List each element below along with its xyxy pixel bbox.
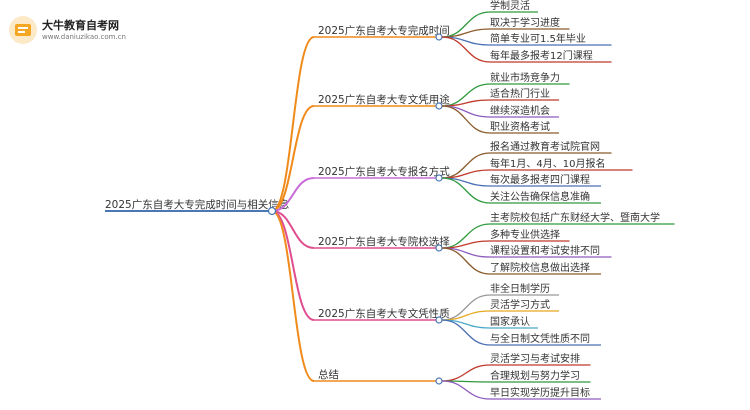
branch-node	[435, 377, 443, 385]
connector	[441, 105, 491, 118]
branch-node	[435, 316, 443, 324]
leaf-topic: 每年1月、4月、10月报名	[490, 157, 605, 170]
leaf-topic: 每次最多报考四门课程	[490, 173, 590, 186]
leaf-topic: 关注公告确保信息准确	[490, 190, 590, 203]
connector	[271, 210, 315, 249]
connector	[441, 105, 491, 134]
leaf-topic: 合理规划与努力学习	[490, 369, 580, 382]
branch-topic: 2025广东自考大专文凭用途	[318, 93, 450, 106]
leaf-topic: 简单专业可1.5年毕业	[490, 32, 586, 45]
leaf-topic: 与全日制文凭性质不同	[490, 332, 590, 345]
leaf-topic: 继续深造机会	[490, 104, 550, 117]
branch-topic: 2025广东自考大专完成时间	[318, 24, 450, 37]
branch-node	[435, 244, 443, 252]
branch-topic: 2025广东自考大专文凭性质	[318, 307, 450, 320]
connector	[441, 380, 491, 400]
leaf-topic: 非全日制学历	[490, 282, 550, 295]
logo-title: 大牛教育自考网	[42, 18, 119, 32]
leaf-topic: 主考院校包括广东财经大学、暨南大学	[490, 211, 660, 224]
branch-node	[435, 174, 443, 182]
root-topic: 2025广东自考大专完成时间与相关信息	[105, 198, 289, 211]
leaf-topic: 灵活学习方式	[490, 298, 550, 311]
leaf-topic: 国家承认	[490, 315, 530, 328]
branch-node	[435, 102, 443, 110]
branch-topic: 2025广东自考大专院校选择	[318, 235, 450, 248]
leaf-topic: 就业市场竞争力	[490, 71, 560, 84]
root-node	[267, 206, 277, 216]
branch-topic: 总结	[318, 368, 339, 381]
connector	[441, 364, 491, 382]
connector	[271, 36, 315, 212]
logo-icon	[9, 16, 37, 44]
leaf-topic: 课程设置和考试安排不同	[490, 244, 600, 257]
leaf-topic: 学制灵活	[490, 0, 530, 12]
connector	[441, 177, 491, 204]
leaf-topic: 了解院校信息做出选择	[490, 261, 590, 274]
leaf-topic: 职业资格考试	[490, 120, 550, 133]
connector	[271, 105, 315, 212]
leaf-topic: 早日实现学历提升目标	[490, 386, 590, 399]
connector	[441, 36, 491, 63]
leaf-topic: 适合热门行业	[490, 87, 550, 100]
leaf-topic: 每年最多报考12门课程	[490, 49, 593, 62]
connector	[441, 247, 491, 275]
leaf-topic: 灵活学习与考试安排	[490, 352, 580, 365]
site-logo: 大牛教育自考网 www.daniuzikao.com.cn	[8, 15, 126, 45]
leaf-topic: 取决于学习进度	[490, 16, 560, 29]
branch-node	[435, 33, 443, 41]
logo-url: www.daniuzikao.com.cn	[42, 32, 126, 41]
connector	[441, 319, 491, 346]
leaf-topic: 多种专业供选择	[490, 228, 560, 241]
connector	[271, 177, 315, 212]
leaf-topic: 报名通过教育考试院官网	[490, 140, 600, 153]
connector	[271, 210, 315, 382]
branch-topic: 2025广东自考大专报名方式	[318, 165, 450, 178]
